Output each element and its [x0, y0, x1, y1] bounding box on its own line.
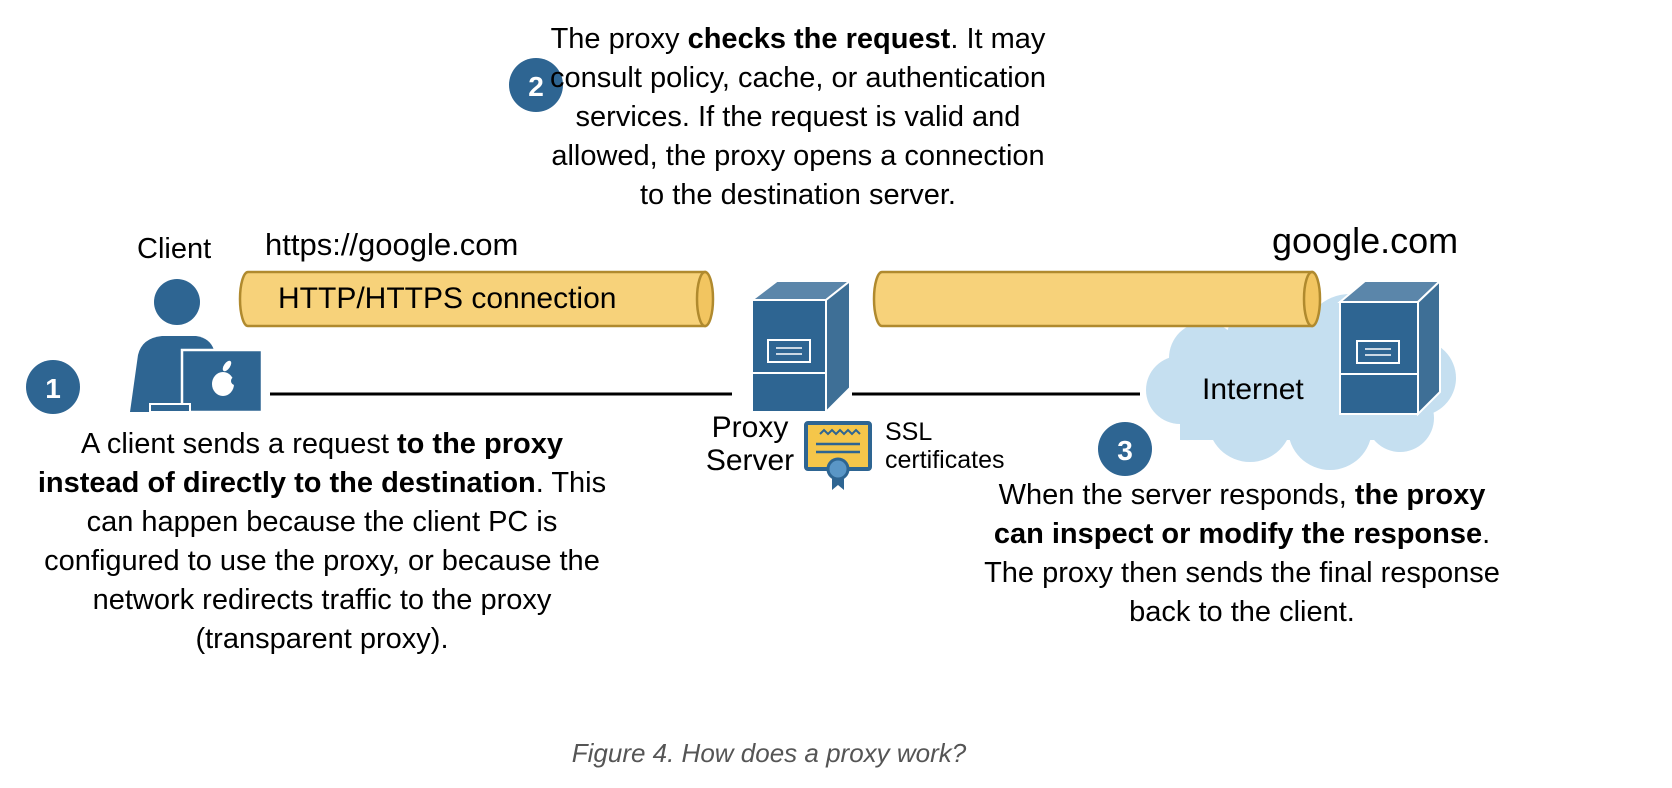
figure-caption: Figure 4. How does a proxy work?: [571, 738, 967, 768]
step-marker-2: 2: [509, 58, 563, 112]
step-number-3: 3: [1117, 435, 1133, 466]
person-with-laptop-icon: [130, 279, 264, 414]
ssl-label: SSL certificates: [885, 418, 1004, 474]
client-label: Client: [137, 233, 212, 265]
step-marker-1: 1: [26, 360, 80, 414]
apple-logo-icon: [212, 360, 239, 396]
step-3-text-bold: the proxy can inspect or modify the resp…: [993, 479, 1486, 550]
step-1-text-a: A client sends a request: [81, 428, 397, 460]
destination-label: google.com: [1272, 220, 1459, 261]
step-2-text-bold: checks the request: [687, 23, 951, 55]
destination-server-icon: [1337, 278, 1443, 417]
proxy-label-line2: Server: [705, 444, 795, 477]
connection-pipe-2: [872, 270, 1322, 328]
ssl-label-line2: certificates: [885, 446, 1005, 474]
step-1-text-bold: to the proxy instead of directly to the …: [37, 428, 563, 499]
certificate-icon: [804, 421, 872, 490]
step-1-text-b: . This can happen because the client PC …: [44, 467, 607, 655]
ssl-label-line1: SSL: [885, 418, 933, 446]
connection-label: HTTP/HTTPS connection: [278, 282, 617, 315]
server-icon: [749, 278, 853, 415]
proxy-label-line1: Proxy: [711, 411, 789, 444]
step-2-text-b: . It may consult policy, cache, or authe…: [550, 23, 1046, 211]
step-1-text: A client sends a request to the proxy in…: [37, 425, 607, 659]
step-2-text: The proxy checks the request. It may con…: [548, 20, 1048, 215]
step-number-1: 1: [45, 373, 61, 404]
step-number-2: 2: [528, 71, 544, 102]
internet-label: Internet: [1202, 373, 1304, 406]
step-3-text-a: When the server responds,: [998, 479, 1355, 511]
connection-pipe-1: [238, 270, 715, 328]
step-3-text-b: . The proxy then sends the final respons…: [984, 518, 1500, 628]
step-2-text-a: The proxy: [550, 23, 688, 55]
proxy-server-label: Proxy Server: [690, 411, 810, 477]
url-label: https://google.com: [265, 227, 519, 262]
step-marker-3: 3: [1098, 422, 1152, 476]
step-3-text: When the server responds, the proxy can …: [982, 476, 1502, 632]
